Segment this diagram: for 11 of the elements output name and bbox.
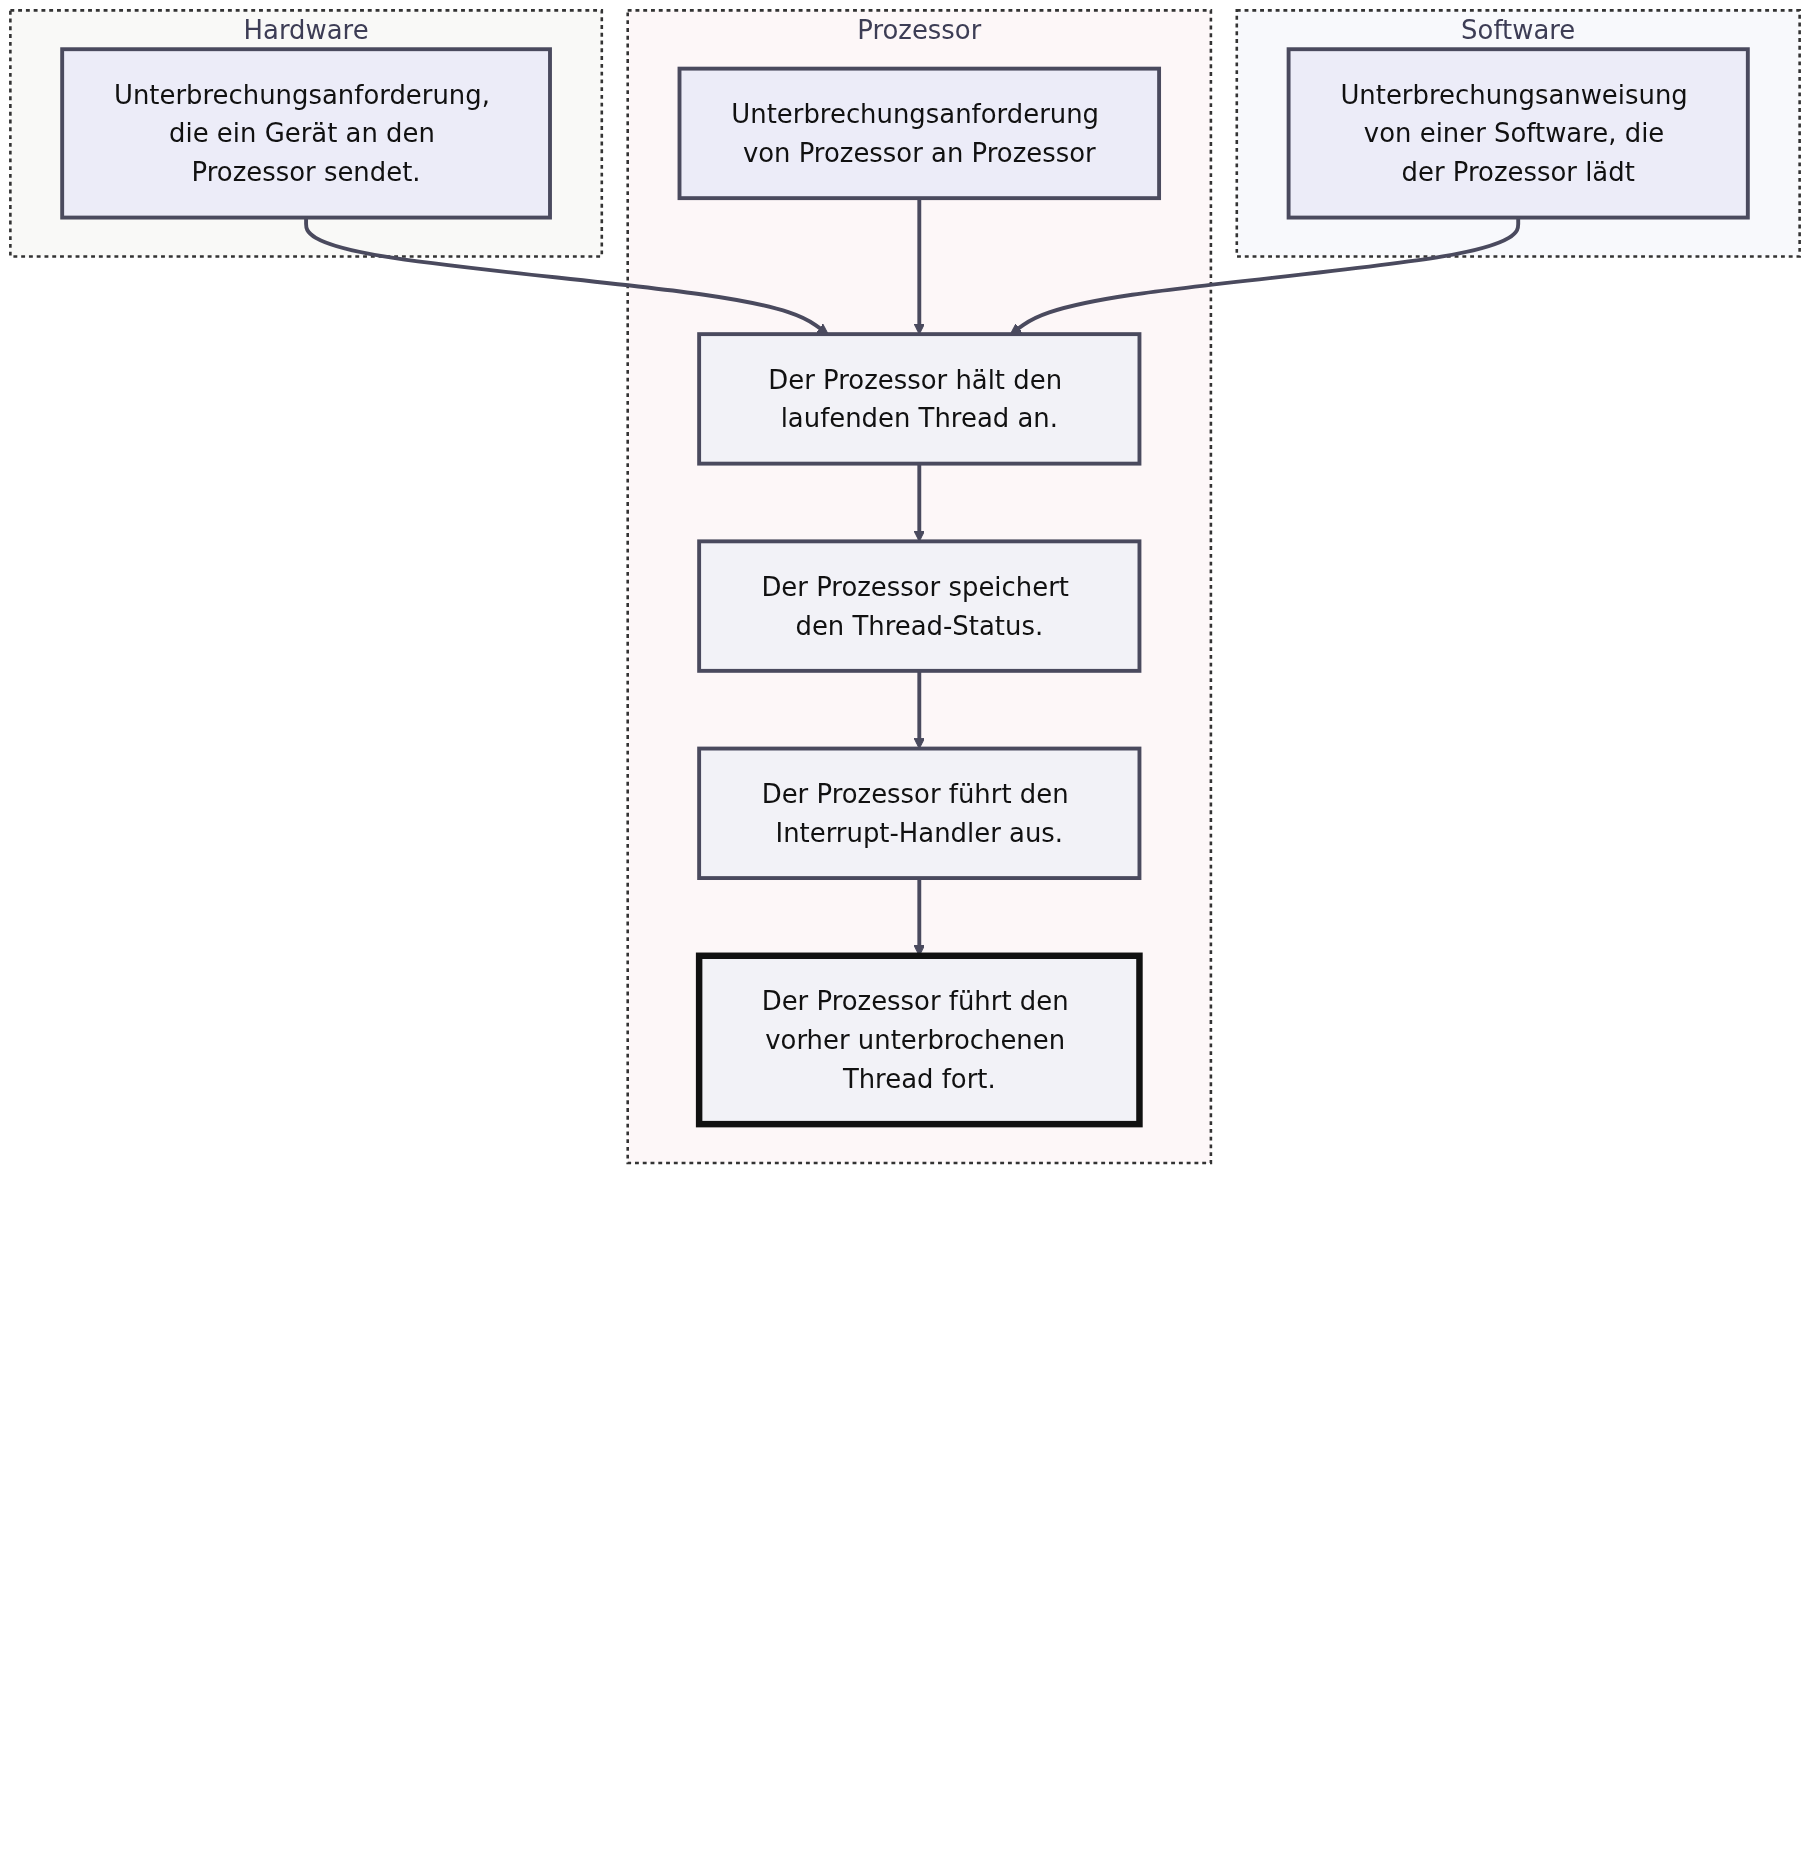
node-box: Der Prozessor hält den laufenden Thread an. [697,332,1142,466]
node-box: Unterbrechungsanforderung von Prozessor an Prozessor [677,66,1162,201]
arrow [913,463,925,542]
arrow [304,217,829,335]
arrow [1009,217,1521,335]
node-box: Unterbrechungsanforderung, die ein Gerät an den Prozessor sendet. [60,47,552,220]
node-box: Unterbrechungsanweisung von einer Software, die der Prozessor lädt [1286,47,1750,220]
node-box: Der Prozessor führt den Interrupt-Handler aus. [697,746,1142,880]
arrow [913,198,925,335]
node-box: Der Prozessor speichert den Thread-Status. [697,539,1142,673]
node-box: Der Prozessor führt den vorher unterbrochenen Thread fort. [695,952,1143,1128]
